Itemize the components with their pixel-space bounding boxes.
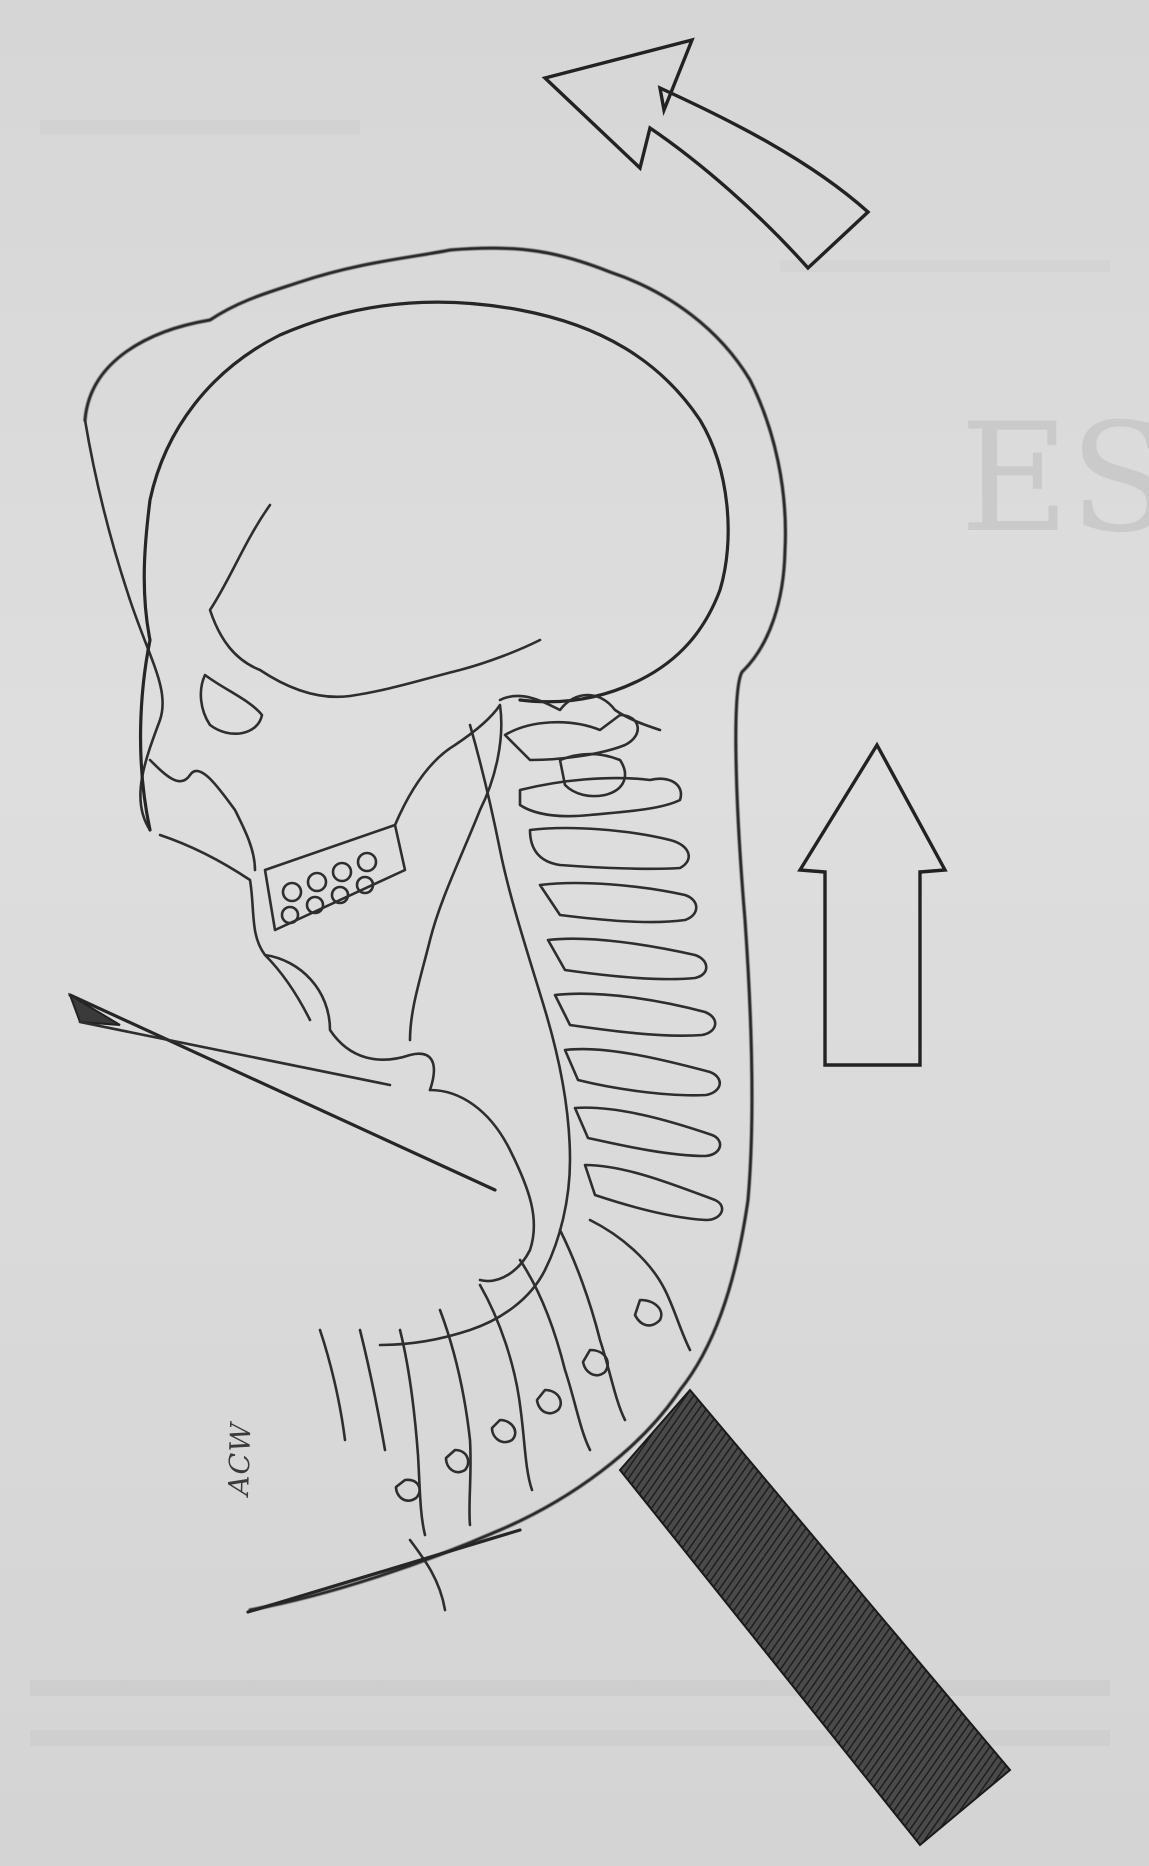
- mandible-ramus: [395, 705, 501, 1040]
- skull-mandible: [265, 955, 434, 1090]
- skull-eye-socket: [201, 675, 262, 734]
- skull-brow-line: [210, 505, 540, 697]
- curved-arrow-icon: [545, 40, 868, 268]
- up-arrow-icon: [800, 745, 945, 1065]
- artist-signature: ACW: [222, 1415, 255, 1496]
- face-outer-contour: [85, 420, 163, 830]
- signature-text: ACW: [222, 1422, 258, 1497]
- bleed-through-text: ES: [30, 120, 1149, 1746]
- base-line: [248, 1530, 520, 1612]
- thoracic-vertebrae: [320, 1220, 690, 1610]
- cervical-vertebrae: [505, 715, 722, 1220]
- svg-text:ES: ES: [960, 392, 1149, 566]
- skull-cranium: [141, 302, 729, 830]
- support-bar: [620, 1390, 1010, 1845]
- cervical-canal-front: [380, 725, 570, 1345]
- tube-line: [70, 995, 495, 1190]
- teeth-row: [265, 825, 405, 930]
